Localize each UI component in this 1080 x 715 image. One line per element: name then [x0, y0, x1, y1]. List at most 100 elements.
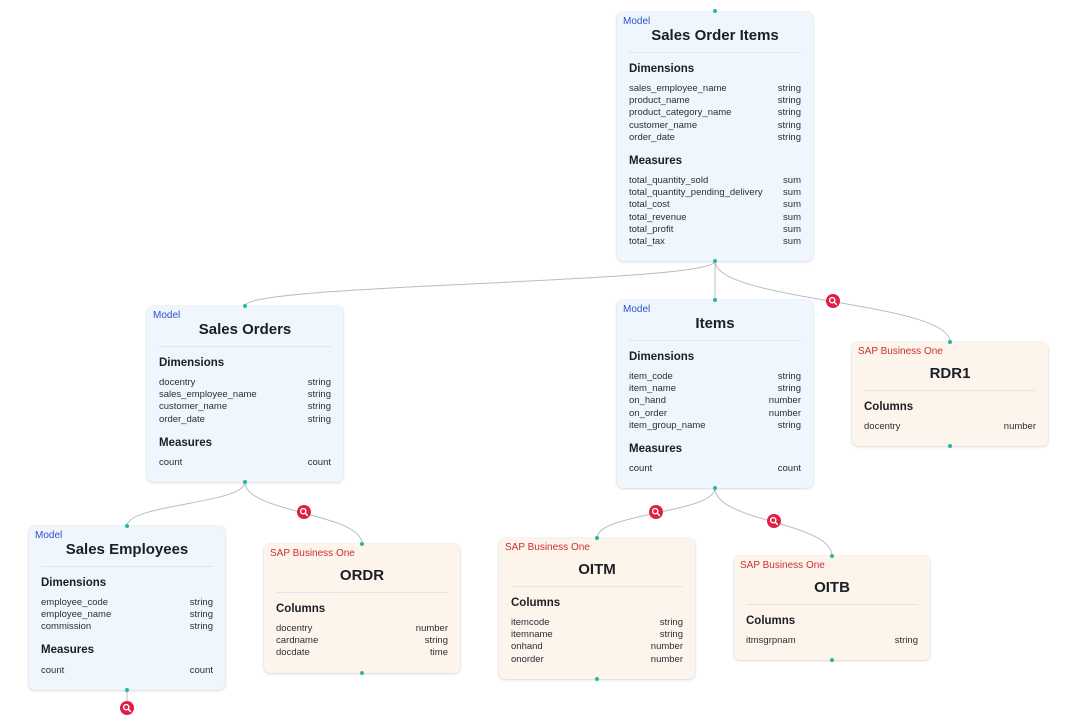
card-title: Sales Orders: [198, 321, 292, 338]
field-name: total_tax: [629, 236, 665, 247]
bottom-handle[interactable]: [243, 480, 247, 484]
field-name: count: [159, 457, 183, 468]
bottom-handle[interactable]: [713, 486, 717, 490]
divider: [276, 592, 448, 593]
magnifier-icon[interactable]: [297, 505, 311, 519]
top-handle[interactable]: [713, 9, 717, 13]
column-type: string: [894, 635, 918, 646]
top-handle[interactable]: [948, 340, 952, 344]
field-name: item_group_name: [629, 420, 706, 431]
bottom-handle[interactable]: [830, 658, 834, 662]
top-handle[interactable]: [243, 304, 247, 308]
top-handle[interactable]: [360, 542, 364, 546]
model-card-sales-employees[interactable]: Model Sales Employees Dimensions employe…: [29, 526, 225, 690]
field-name: on_hand: [629, 395, 666, 406]
field-name: count: [629, 463, 653, 474]
bottom-handle[interactable]: [713, 259, 717, 263]
field-type: sum: [783, 199, 801, 210]
divider: [864, 390, 1036, 391]
model-tag: Model: [623, 304, 651, 315]
field-type: string: [307, 401, 331, 412]
measures-heading: Measures: [41, 644, 95, 656]
column-name: docentry: [864, 421, 901, 432]
field-name: customer_name: [159, 401, 228, 412]
card-title: OITM: [578, 561, 616, 578]
source-tag: SAP Business One: [505, 542, 590, 553]
magnifier-icon[interactable]: [767, 514, 781, 528]
model-card-sales-order-items[interactable]: Model Sales Order Items Dimensions sales…: [617, 12, 813, 261]
field-name: on_order: [629, 408, 668, 419]
top-handle[interactable]: [713, 298, 717, 302]
bottom-handle[interactable]: [948, 444, 952, 448]
divider: [41, 566, 213, 567]
top-handle[interactable]: [830, 554, 834, 558]
card-title: ORDR: [339, 567, 385, 584]
field-type: string: [189, 609, 213, 620]
field-name: employee_code: [41, 597, 109, 608]
field-name: total_quantity_pending_delivery: [629, 187, 763, 198]
field-row[interactable]: customer_name string: [159, 401, 331, 413]
column-name: docdate: [276, 647, 310, 658]
column-name: docentry: [276, 623, 313, 634]
field-type: string: [307, 377, 331, 388]
source-card-oitb[interactable]: SAP Business One OITB Columns itmsgrpnam…: [734, 556, 930, 660]
magnifier-icon[interactable]: [120, 701, 134, 715]
field-name: order_date: [629, 132, 675, 143]
bottom-handle[interactable]: [595, 677, 599, 681]
bottom-handle[interactable]: [360, 671, 364, 675]
columns-heading: Columns: [864, 401, 914, 413]
source-tag: SAP Business One: [270, 548, 355, 559]
field-type: string: [777, 107, 801, 118]
measures-heading: Measures: [629, 155, 683, 167]
bottom-handle[interactable]: [125, 688, 129, 692]
magnifier-icon[interactable]: [649, 505, 663, 519]
column-name: onorder: [511, 654, 544, 665]
card-title: Items: [695, 315, 735, 332]
columns-heading: Columns: [276, 603, 326, 615]
top-handle[interactable]: [595, 536, 599, 540]
top-handle[interactable]: [125, 524, 129, 528]
magnifier-icon[interactable]: [826, 294, 840, 308]
model-tag: Model: [35, 530, 63, 541]
dimensions-heading: Dimensions: [159, 357, 225, 369]
